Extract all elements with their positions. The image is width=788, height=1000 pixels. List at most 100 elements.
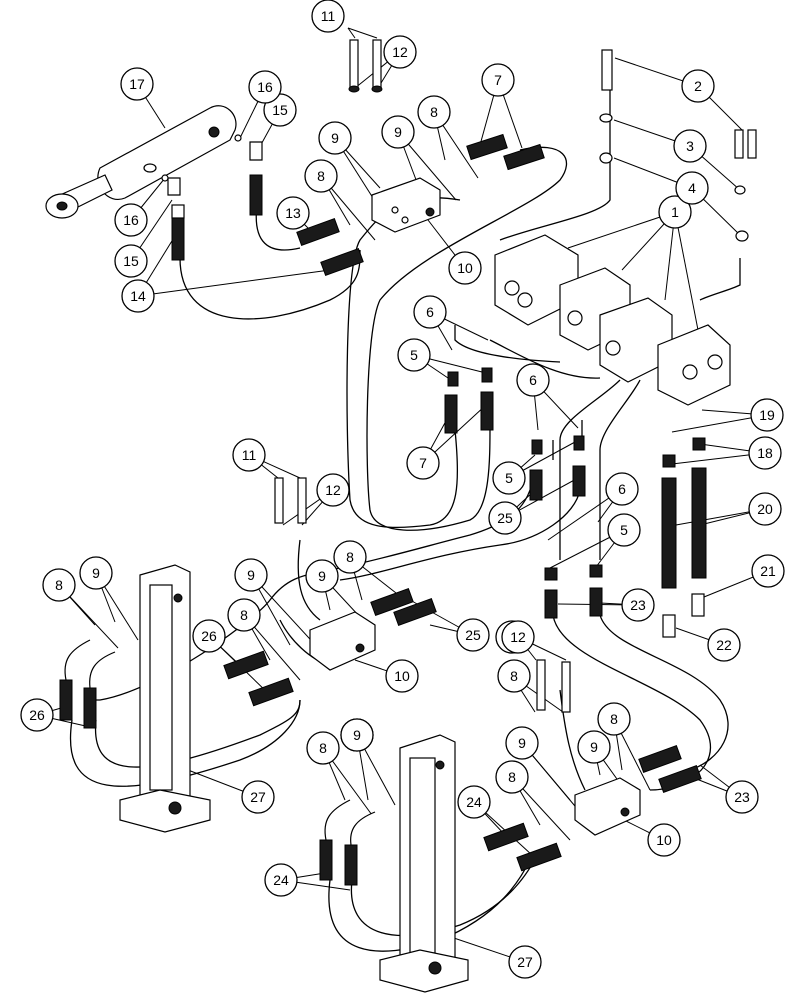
callout-circle xyxy=(397,338,431,372)
callout-number: 5 xyxy=(620,522,628,538)
callout-number: 9 xyxy=(394,124,402,140)
callout-labels: 1234555666778888888889999999991010101111… xyxy=(20,0,785,979)
callout-24: 24 xyxy=(457,785,491,819)
callout-circle xyxy=(333,540,367,574)
callout-11: 11 xyxy=(232,438,266,472)
callout-circle xyxy=(413,295,447,329)
callout-number: 22 xyxy=(716,637,732,653)
callout-number: 12 xyxy=(325,482,341,498)
callout-circle xyxy=(448,251,482,285)
callout-2: 2 xyxy=(681,69,715,103)
callout-22: 22 xyxy=(707,628,741,662)
callout-circle xyxy=(42,568,76,602)
callout-16: 16 xyxy=(114,203,148,237)
callout-circle xyxy=(750,398,784,432)
callout-circle xyxy=(406,446,440,480)
callout-circle xyxy=(227,598,261,632)
callout-8: 8 xyxy=(497,659,531,693)
callout-9: 9 xyxy=(577,730,611,764)
callout-number: 9 xyxy=(353,727,361,743)
callout-circle xyxy=(232,438,266,472)
callout-number: 25 xyxy=(465,627,481,643)
callout-number: 9 xyxy=(331,130,339,146)
callout-number: 24 xyxy=(273,872,289,888)
callout-7: 7 xyxy=(481,63,515,97)
callout-circle xyxy=(508,945,542,979)
manifold-block-middle xyxy=(223,477,437,707)
callout-number: 16 xyxy=(123,212,139,228)
callout-number: 6 xyxy=(529,372,537,388)
manifold-block-lower xyxy=(483,659,641,872)
callout-circle xyxy=(607,513,641,547)
callout-circle xyxy=(264,863,298,897)
control-valve-bank-1 xyxy=(494,49,757,406)
callout-circle xyxy=(234,558,268,592)
callout-8: 8 xyxy=(306,731,340,765)
hose-ends-13-14 xyxy=(171,174,364,277)
fittings-5-6-7 xyxy=(444,367,586,501)
callout-8: 8 xyxy=(304,159,338,193)
jack-27-left xyxy=(59,564,211,833)
callout-circle xyxy=(501,620,535,654)
jack-27-right xyxy=(319,734,469,993)
callout-number: 19 xyxy=(759,407,775,423)
callout-circle xyxy=(658,195,692,229)
callout-15: 15 xyxy=(114,244,148,278)
callout-20: 20 xyxy=(748,492,782,526)
callout-number: 23 xyxy=(734,789,750,805)
callout-circle xyxy=(120,67,154,101)
manifold-block-upper xyxy=(348,39,545,233)
callout-circle xyxy=(505,726,539,760)
callout-circle xyxy=(340,718,374,752)
callout-circle xyxy=(318,121,352,155)
callout-number: 10 xyxy=(394,668,410,684)
callout-number: 8 xyxy=(510,668,518,684)
callout-circle xyxy=(457,785,491,819)
callout-circle xyxy=(621,588,655,622)
callout-number: 13 xyxy=(285,205,301,221)
callout-number: 8 xyxy=(240,607,248,623)
callout-9: 9 xyxy=(340,718,374,752)
callout-number: 8 xyxy=(346,549,354,565)
callout-5: 5 xyxy=(397,338,431,372)
callout-9: 9 xyxy=(505,726,539,760)
callout-5: 5 xyxy=(607,513,641,547)
callout-number: 9 xyxy=(318,568,326,584)
hydraulic-cylinder-17 xyxy=(45,105,237,219)
callout-circle xyxy=(751,554,785,588)
callout-circle xyxy=(383,35,417,69)
callout-21: 21 xyxy=(751,554,785,588)
callout-number: 23 xyxy=(630,597,646,613)
callout-12: 12 xyxy=(501,620,535,654)
callout-17: 17 xyxy=(120,67,154,101)
callout-circle xyxy=(456,618,490,652)
callout-number: 26 xyxy=(29,707,45,723)
callout-circle xyxy=(748,492,782,526)
callout-circle xyxy=(381,115,415,149)
callout-circle xyxy=(675,171,709,205)
callout-14: 14 xyxy=(121,279,155,313)
callout-circle xyxy=(316,473,350,507)
callout-26: 26 xyxy=(192,619,226,653)
callout-8: 8 xyxy=(495,760,529,794)
callout-number: 1 xyxy=(671,204,679,220)
callout-number: 6 xyxy=(618,481,626,497)
callout-number: 8 xyxy=(508,769,516,785)
callout-6: 6 xyxy=(516,363,550,397)
callout-circle xyxy=(20,698,54,732)
callout-number: 12 xyxy=(510,629,526,645)
callout-9: 9 xyxy=(305,559,339,593)
callout-12: 12 xyxy=(383,35,417,69)
callout-8: 8 xyxy=(333,540,367,574)
callout-10: 10 xyxy=(385,659,419,693)
callout-8: 8 xyxy=(42,568,76,602)
callout-circle xyxy=(495,760,529,794)
callout-16: 16 xyxy=(248,70,282,104)
callout-number: 20 xyxy=(757,501,773,517)
callout-circle xyxy=(306,731,340,765)
callout-number: 8 xyxy=(319,740,327,756)
callout-19: 19 xyxy=(750,398,784,432)
callout-number: 8 xyxy=(317,168,325,184)
callout-number: 18 xyxy=(757,445,773,461)
